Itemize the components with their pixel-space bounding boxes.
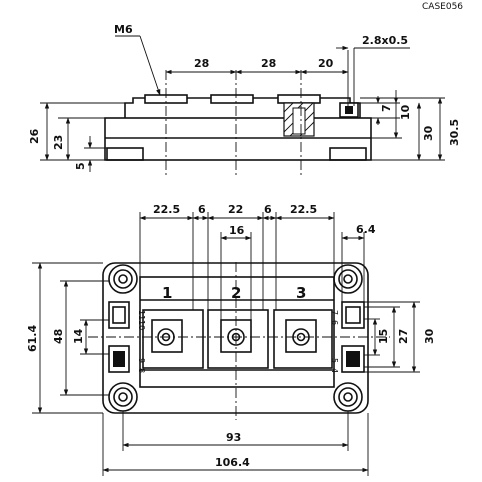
dim-14: 14 (72, 328, 85, 344)
dim-30p5: 30.5 (448, 119, 461, 146)
dim-48: 48 (52, 329, 65, 344)
terminal-pad-3 (273, 309, 333, 369)
pin-label-7: 7 (330, 310, 339, 315)
mount-hole-tr (333, 264, 363, 294)
dim-28-b: 28 (261, 57, 276, 70)
pin-label-9: 9 (137, 358, 146, 363)
side-terminal-2 (210, 94, 254, 104)
top-inner-frame (139, 276, 335, 388)
case-title: CASE056 (422, 2, 463, 12)
dim-27: 27 (397, 329, 410, 344)
dim-26: 26 (28, 128, 41, 144)
side-section-cut (283, 102, 315, 137)
pin-label-6: 6 (330, 320, 339, 325)
side-foot-right (329, 147, 367, 161)
mount-hole-bl (108, 382, 138, 412)
terminal-label-1: 1 (162, 284, 172, 302)
dim-15: 15 (377, 329, 390, 344)
dim-6-b: 6 (264, 203, 272, 216)
side-terminal-3 (277, 94, 321, 104)
dim-6p4: 6.4 (356, 223, 376, 236)
dim-16: 16 (229, 224, 245, 237)
side-thread-leader (139, 35, 161, 96)
side-view: M6 28 28 20 2.8x0.5 7 10 30 30.5 (28, 23, 461, 175)
pin-label-8: 8 (137, 368, 146, 373)
dim-23: 23 (52, 135, 65, 150)
pin-label-5: 5 (330, 358, 339, 363)
side-thread-label: M6 (114, 23, 133, 36)
mount-hole-br (333, 382, 363, 412)
dim-5: 5 (74, 162, 87, 170)
terminal-label-3: 3 (296, 284, 306, 302)
dim-2p8x0p5: 2.8x0.5 (362, 34, 408, 47)
side-aux-pin (345, 106, 353, 114)
dim-7: 7 (380, 104, 393, 112)
terminal-pad-1 (142, 309, 204, 369)
top-view: 1 2 3 11 10 9 8 7 6 5 4 (26, 203, 436, 476)
aux-pins-left (108, 301, 130, 373)
dim-22p5-a: 22.5 (153, 203, 180, 216)
dim-22: 22 (228, 203, 243, 216)
aux-pins-right (341, 301, 365, 373)
pin-label-10: 10 (137, 320, 146, 330)
pin-label-4: 4 (330, 368, 339, 373)
dim-30-right: 30 (423, 328, 436, 344)
dim-20: 20 (318, 57, 334, 70)
side-foot-left (106, 147, 144, 161)
dim-93: 93 (226, 431, 241, 444)
top-body-outline (102, 262, 369, 414)
dim-28-a: 28 (194, 57, 209, 70)
terminal-pad-2 (207, 309, 269, 369)
dim-22p5-b: 22.5 (290, 203, 317, 216)
dim-61p4: 61.4 (26, 325, 39, 352)
dim-10: 10 (399, 104, 412, 120)
dim-30: 30 (422, 125, 435, 141)
mount-hole-tl (108, 264, 138, 294)
dim-6-a: 6 (198, 203, 206, 216)
pin-label-11: 11 (137, 310, 146, 320)
side-base-plate (104, 117, 372, 161)
dim-106p4: 106.4 (215, 456, 250, 469)
